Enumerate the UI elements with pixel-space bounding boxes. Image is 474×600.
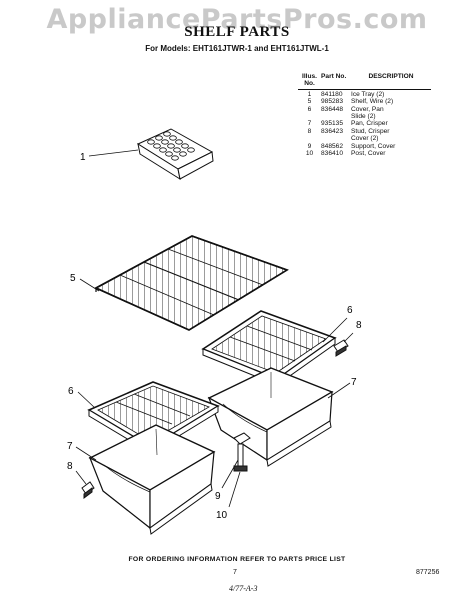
leader-line [327, 382, 351, 399]
callout-9: 9 [215, 491, 221, 502]
description: Cover, Pan [351, 105, 384, 113]
table-row: Slide (2) [298, 113, 431, 120]
table-row: 1 841180 Ice Tray (2) [298, 91, 431, 98]
callout-1: 1 [80, 152, 86, 163]
leader-line [343, 332, 354, 343]
part-no: 935135 [321, 120, 344, 128]
table-row: 7 935135 Pan, Crisper [298, 120, 431, 127]
cover-support [233, 432, 251, 472]
description: Slide (2) [351, 113, 376, 121]
leader-line [88, 149, 139, 157]
description: Support, Cover [351, 142, 396, 150]
leader-line [221, 459, 239, 489]
part-no: 841180 [321, 90, 343, 98]
table-row: Cover (2) [298, 135, 431, 142]
illus-no: 5 [307, 98, 312, 106]
table-row: 8 836423 Stud, Crisper [298, 128, 431, 135]
crisper-pan-right [207, 367, 334, 467]
ordering-info-footer: FOR ORDERING INFORMATION REFER TO PARTS … [128, 556, 346, 563]
illus-no: 1 [307, 90, 312, 98]
page-number: 7 [233, 569, 237, 576]
callout-6: 6 [347, 305, 353, 316]
leader-line [322, 317, 348, 343]
part-no: 836448 [321, 105, 344, 113]
document-number: 877256 [416, 569, 440, 576]
callout-7: 7 [67, 441, 73, 452]
leader-line [75, 446, 97, 461]
description: Shelf, Wire (2) [351, 98, 394, 106]
callout-7: 7 [351, 377, 357, 388]
description: Pan, Crisper [351, 120, 388, 128]
callout-10: 10 [216, 510, 228, 521]
ice-tray [136, 128, 214, 181]
description: Post, Cover [351, 150, 386, 158]
header-illus-no: Illus. No. [301, 73, 318, 88]
illus-no: 9 [307, 142, 312, 150]
parts-table-header: Illus. No. Part No. DESCRIPTION [298, 73, 431, 90]
table-row: 10 836410 Post, Cover [298, 150, 431, 157]
part-no: 836410 [321, 150, 344, 158]
page-title: SHELF PARTS [184, 24, 290, 40]
handwritten-note: 4/77-A-3 [229, 584, 258, 593]
description: Stud, Crisper [351, 127, 390, 135]
leader-line [75, 470, 87, 485]
part-no: 985283 [321, 98, 344, 106]
description: Cover (2) [351, 135, 379, 143]
illus-no: 6 [307, 105, 312, 113]
header-part-no: Part No. [321, 73, 347, 80]
illus-no: 7 [307, 120, 312, 128]
model-subtitle: For Models: EHT161JTWR-1 and EHT161JTWL-… [145, 44, 329, 53]
wire-shelf [94, 235, 289, 331]
header-description: DESCRIPTION [368, 73, 414, 80]
illus-no: 8 [307, 127, 312, 135]
crisper-stud-left [81, 481, 95, 499]
callout-8: 8 [67, 461, 73, 472]
callout-5: 5 [70, 273, 76, 284]
watermark: AppliancePartsPros.com [46, 4, 428, 35]
crisper-pan-left [88, 424, 216, 535]
leader-line [77, 391, 96, 409]
description: Ice Tray (2) [351, 90, 385, 98]
part-no: 836423 [321, 127, 344, 135]
callout-8: 8 [356, 320, 362, 331]
table-row: 9 848562 Support, Cover [298, 143, 431, 150]
leader-line [79, 278, 100, 292]
table-row: 6 836448 Cover, Pan [298, 106, 431, 113]
leader-line [228, 471, 241, 508]
part-no: 848562 [321, 142, 344, 150]
crisper-stud-right [333, 339, 349, 357]
callout-6: 6 [68, 386, 74, 397]
table-row: 5 985283 Shelf, Wire (2) [298, 98, 431, 105]
illus-no: 10 [305, 150, 314, 158]
